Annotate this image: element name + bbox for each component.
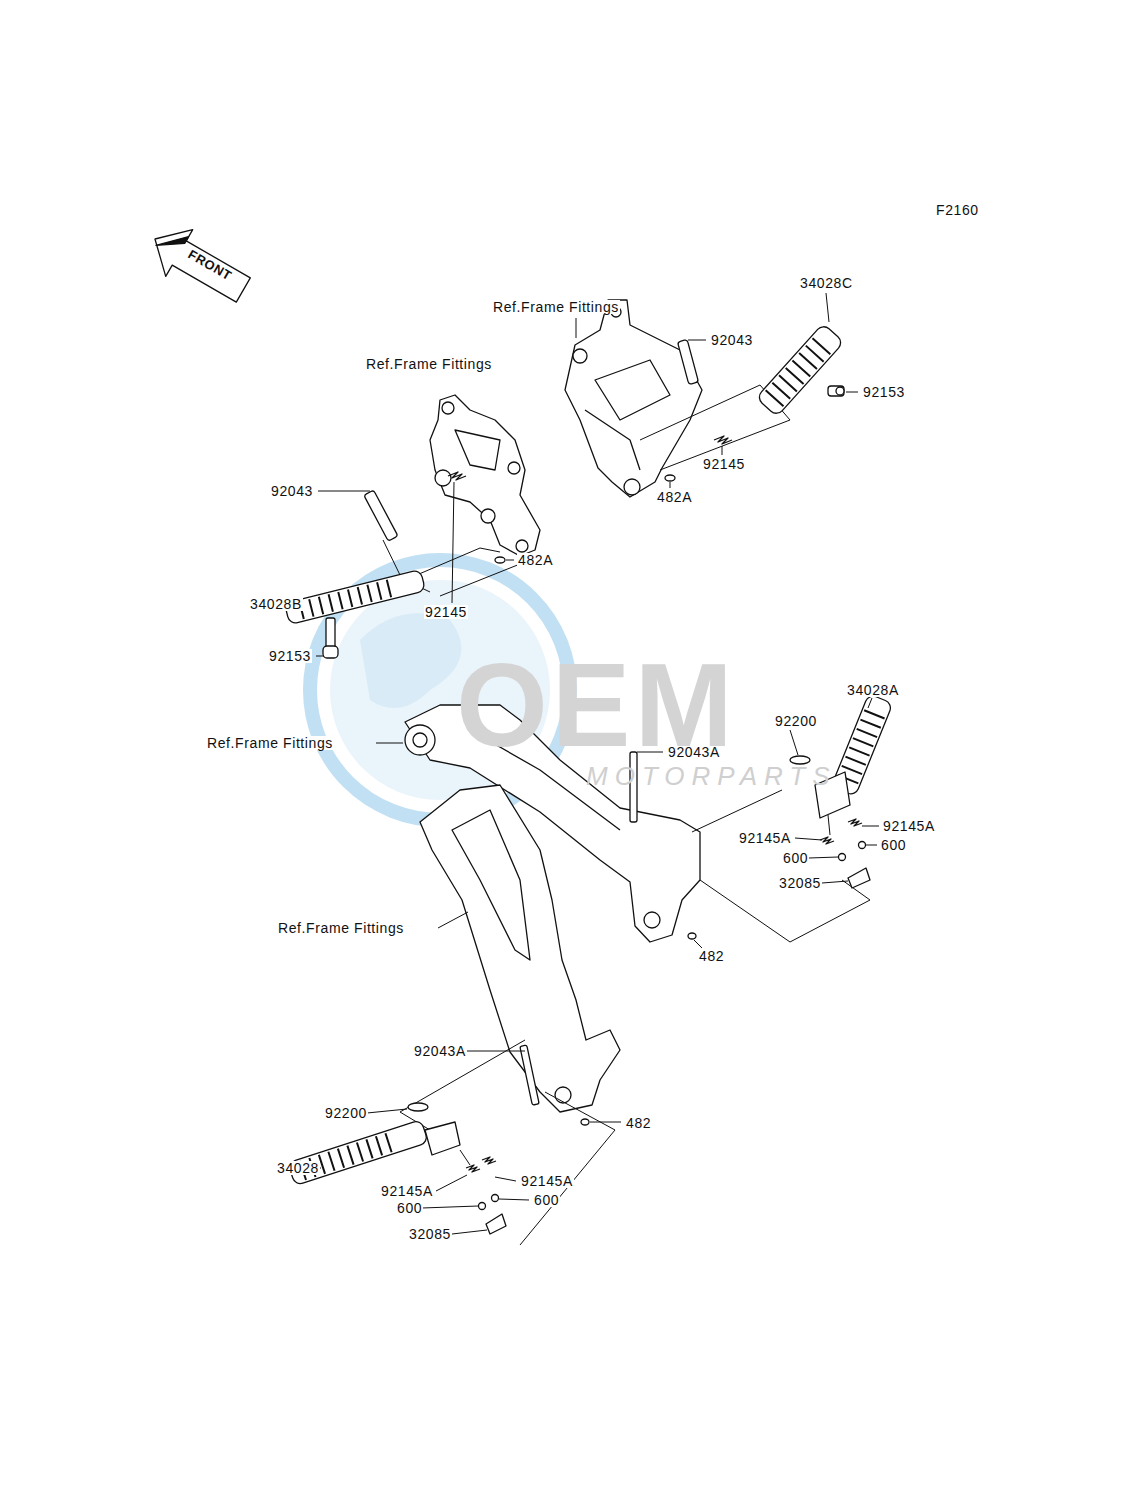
callout-number: 600 bbox=[880, 838, 907, 852]
callout-number: 92043A bbox=[413, 1044, 467, 1058]
reference-note: Ref.Frame Fittings bbox=[492, 300, 620, 314]
callout-number: 92145 bbox=[702, 457, 746, 471]
callout-number: 32085 bbox=[408, 1227, 452, 1241]
watermark: MOTORPARTS bbox=[585, 763, 838, 789]
reference-note: Ref.Frame Fittings bbox=[365, 357, 493, 371]
watermark: OEM bbox=[455, 646, 738, 764]
callout-number: 92145A bbox=[380, 1184, 434, 1198]
callout-number: 34028B bbox=[249, 597, 303, 611]
callout-number: 600 bbox=[396, 1201, 423, 1215]
callout-number: 92145A bbox=[738, 831, 792, 845]
callout-number: 92200 bbox=[774, 714, 818, 728]
callout-number: 92153 bbox=[862, 385, 906, 399]
parts bbox=[141, 216, 892, 1245]
callout-number: 34028C bbox=[799, 276, 854, 290]
callout-number: 92153 bbox=[268, 649, 312, 663]
callout-number: 600 bbox=[782, 851, 809, 865]
callout-number: 32085 bbox=[778, 876, 822, 890]
callout-number: 482 bbox=[625, 1116, 652, 1130]
callout-number: 482A bbox=[656, 490, 693, 504]
front-arrow bbox=[141, 216, 256, 314]
callout-number: 482 bbox=[698, 949, 725, 963]
callout-number: 92145A bbox=[882, 819, 936, 833]
callout-number: 600 bbox=[533, 1193, 560, 1207]
callout-number: 34028A bbox=[846, 683, 900, 697]
leader-lines bbox=[290, 293, 879, 1234]
callout-number: 92043 bbox=[710, 333, 754, 347]
callout-number: 92200 bbox=[324, 1106, 368, 1120]
callout-number: 34028 bbox=[276, 1161, 320, 1175]
callout-number: 482A bbox=[517, 553, 554, 567]
callout-number: 92145A bbox=[520, 1174, 574, 1188]
callout-number: 92043 bbox=[270, 484, 314, 498]
direction-marker: FRONT bbox=[185, 247, 235, 283]
reference-note: Ref.Frame Fittings bbox=[277, 921, 405, 935]
figure-code: F2160 bbox=[935, 203, 980, 217]
reference-note: Ref.Frame Fittings bbox=[206, 736, 334, 750]
callout-number: 92145 bbox=[424, 605, 468, 619]
